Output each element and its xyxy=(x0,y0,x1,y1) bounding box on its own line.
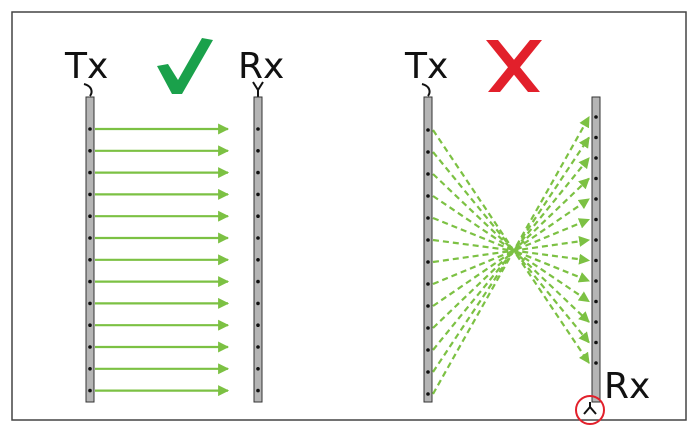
tx-fiber-dot xyxy=(426,348,430,352)
tx-fiber-dot xyxy=(426,216,430,220)
fiber-dots xyxy=(426,115,598,396)
rx-fiber-dot xyxy=(594,238,598,242)
fiber-arrows xyxy=(95,123,230,397)
tx-fiber-dot xyxy=(88,170,92,175)
tx-fiber-dot xyxy=(88,236,92,240)
rx-fiber-dot xyxy=(256,127,260,131)
rx-fiber-dot xyxy=(594,115,598,119)
tx-fiber-dot xyxy=(426,172,430,176)
rx-fiber-dot xyxy=(256,170,260,175)
tx-array-bar xyxy=(85,96,95,403)
tx-fiber-dot xyxy=(426,150,430,154)
tx-fiber-dot xyxy=(426,370,430,374)
rx-label: Rx xyxy=(604,366,650,407)
tx-fiber-dot xyxy=(426,194,430,198)
tx-label: Tx xyxy=(64,46,108,87)
tx-connector-icon xyxy=(83,83,93,97)
rx-fiber-dot xyxy=(594,320,598,324)
tx-fiber-dot xyxy=(88,301,92,306)
fiber-arrow xyxy=(432,116,590,395)
rx-connector-icon xyxy=(583,402,597,415)
rx-fiber-dot xyxy=(256,388,260,393)
tx-array-bar xyxy=(423,96,433,403)
tx-fiber-dot xyxy=(426,392,430,396)
rx-fiber-dot xyxy=(256,323,260,328)
tx-fiber-dot xyxy=(88,388,92,393)
tx-fiber-dot xyxy=(88,192,92,197)
rx-fiber-dot xyxy=(594,217,598,222)
rx-fiber-dot xyxy=(256,279,260,284)
tx-fiber-dot xyxy=(88,323,92,328)
rx-fiber-dot xyxy=(256,236,260,240)
tx-fiber-dot xyxy=(88,214,92,218)
tx-fiber-dot xyxy=(88,279,92,284)
rx-fiber-dot xyxy=(256,367,260,371)
rx-fiber-dot xyxy=(256,192,260,197)
incorrect-panel: Tx Rx xyxy=(404,40,650,425)
rx-connector-highlight-circle-icon xyxy=(575,395,605,425)
rx-array-bar xyxy=(253,96,263,403)
fiber-arrow xyxy=(432,235,591,264)
rx-label: Rx xyxy=(238,46,284,87)
rx-connector-icon xyxy=(252,81,264,97)
rx-fiber-dot xyxy=(256,345,260,349)
cross-icon xyxy=(486,40,542,92)
fiber-arrow xyxy=(432,136,590,373)
fiber-arrow xyxy=(432,238,591,265)
rx-fiber-dot xyxy=(594,361,598,365)
rx-fiber-dot xyxy=(594,258,598,263)
rx-fiber-dot xyxy=(594,156,598,160)
tx-fiber-dot xyxy=(426,282,430,286)
tx-connector-icon xyxy=(421,83,431,97)
rx-fiber-dot xyxy=(594,299,598,304)
rx-fiber-dot xyxy=(256,258,260,262)
rx-fiber-dot xyxy=(594,135,598,140)
fiber-arrows xyxy=(432,116,591,395)
tx-fiber-dot xyxy=(88,149,92,153)
rx-fiber-dot xyxy=(594,197,598,201)
fiber-arrow xyxy=(432,177,590,329)
fiber-arrow xyxy=(432,216,591,283)
tx-fiber-dot xyxy=(88,345,92,349)
rx-fiber-dot xyxy=(594,340,598,345)
rx-array-bar xyxy=(591,96,601,403)
rx-fiber-dot xyxy=(256,214,260,218)
rx-fiber-dot xyxy=(256,301,260,306)
correct-panel: Tx Rx xyxy=(64,38,284,403)
fiber-dots xyxy=(88,127,260,393)
tx-fiber-dot xyxy=(88,127,92,131)
tx-fiber-dot xyxy=(426,326,430,330)
tx-fiber-dot xyxy=(88,367,92,371)
tx-fiber-dot xyxy=(426,128,430,132)
rx-fiber-dot xyxy=(594,176,598,181)
fiber-arrow xyxy=(432,173,590,323)
tx-fiber-dot xyxy=(426,304,430,308)
fiber-arrow xyxy=(432,151,590,344)
tx-fiber-dot xyxy=(426,238,430,242)
tx-label: Tx xyxy=(404,46,448,87)
check-icon xyxy=(157,38,213,94)
rx-fiber-dot xyxy=(594,279,598,283)
tx-fiber-dot xyxy=(426,260,430,264)
rx-fiber-dot xyxy=(256,149,260,153)
tx-fiber-dot xyxy=(88,258,92,262)
